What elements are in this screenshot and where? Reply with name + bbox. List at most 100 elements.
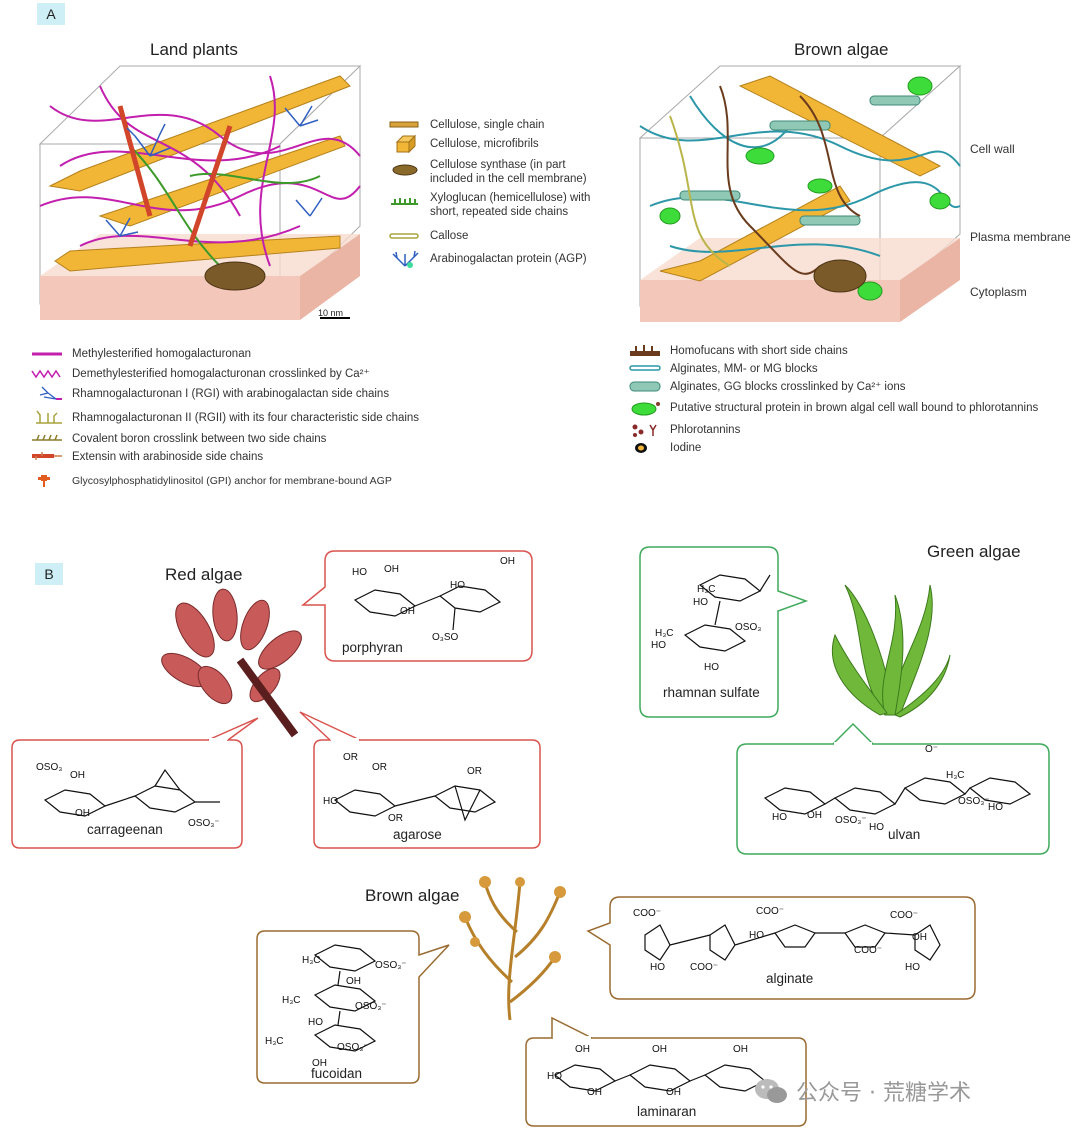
green-algae-illustration [831,584,951,718]
ulvan-h3c: H₃C [946,770,965,781]
laminaran-ho: HO [547,1071,562,1082]
brown-algae-illustration [459,876,566,1021]
alginate-bubble [586,896,976,1000]
rhamnan-ho-2: HO [651,640,666,651]
xyloglucan-icon [391,198,418,205]
porphyran-bubble [300,550,533,662]
fucoidan-h3c-2: H₃C [282,995,301,1006]
laminaran-oh-1: OH [575,1044,590,1055]
agarose-or-3: OR [388,813,403,824]
ulvan-bubble [736,722,1050,855]
watermark: 公众号 · 荒糖学术 [754,1075,971,1107]
rhamnan-h3c-1: H₃C [697,584,716,595]
ulvan-oh-1: OH [807,810,822,821]
agarose-bubble [299,711,541,849]
rhamnan-ho-1: HO [693,597,708,608]
porphyran-o3so: O₃SO [432,632,459,643]
cellulose-chain-icon [389,121,419,128]
iodine-icon [635,443,647,453]
rhamnan-ho-3: HO [704,662,719,673]
alginate-gg-icon [629,381,661,392]
fucoidan-h3c-1: H₃C [302,955,321,966]
agarose-ho: HO [323,796,338,807]
porphyran-structure [353,585,502,631]
fucoidan-oso3-3: OSO₃⁻ [337,1042,369,1053]
alginate-ho-2: HO [749,930,764,941]
ulvan-oso3-2: OSO₃⁻ [958,796,990,807]
brown-algae-title-a: Brown algae [794,40,889,59]
ulvan-oneg: O⁻ [925,744,939,755]
layer-plasma-membrane: Plasma membrane [970,230,1071,244]
scale-bar-label: 10 nm [318,308,344,318]
panel-b-tag: B [35,563,63,585]
agarose-or-4: OR [467,766,482,777]
porphyran-oh-1: OH [384,564,399,575]
rgi-icon [39,386,62,400]
fucoidan-h3c-3: H₃C [265,1036,284,1047]
agarose-structure [333,785,497,822]
land-plants-title: Land plants [150,40,238,59]
porphyran-oh-3: OH [500,556,515,567]
carrageenan-oso3-2: OSO₃⁻ [188,818,220,829]
layer-cytoplasm: Cytoplasm [970,285,1027,299]
cellulose-synthase-icon [392,164,418,176]
agarose-or-2: OR [372,762,387,773]
carrageenan-structure [43,768,220,817]
carrageenan-bubble [11,717,259,849]
porphyran-label: porphyran [342,640,403,655]
brown-algae-title-b: Brown algae [365,886,460,905]
layer-cell-wall: Cell wall [970,142,1015,156]
rhamnan-sulfate-label: rhamnan sulfate [663,685,760,700]
alginate-coo-4: COO⁻ [854,945,883,956]
boron-crosslink-icon [32,434,62,441]
fucoidan-label: fucoidan [311,1066,363,1081]
phlorotannin-icon [632,424,657,437]
fucoidan-oh-2: OH [312,1058,327,1069]
alginate-coo-3: COO⁻ [690,962,719,973]
ulvan-ho-3: HO [988,802,1003,813]
alginate-coo-5: COO⁻ [890,910,919,921]
fucoidan-oso3-2: OSO₃⁻ [355,1001,387,1012]
green-algae-title: Green algae [927,542,1021,561]
alginate-ho-3: HO [905,962,920,973]
carrageenan-label: carrageenan [87,822,163,837]
laminaran-oh-2: OH [652,1044,667,1055]
fucoidan-oh-1: OH [346,976,361,987]
porphyran-ho-1: HO [352,567,367,578]
alginate-label: alginate [766,971,814,986]
fucoidan-oso3-1: OSO₃⁻ [375,960,407,971]
alginate-coo-2: COO⁻ [756,906,785,917]
ulvan-structure [763,777,1032,815]
porphyran-ho-2: HO [450,580,465,591]
rhamnan-sulfate-bubble [639,546,809,718]
red-algae-title: Red algae [165,565,243,584]
carrageenan-oso3: OSO₃ [36,762,63,773]
laminaran-oh-4: OH [587,1087,602,1098]
rhamnan-sulfate-structure [683,574,771,652]
ulvan-label: ulvan [888,827,921,842]
callose-icon [389,233,419,239]
laminaran-structure [553,1064,767,1092]
laminaran-oh-3: OH [733,1044,748,1055]
alginate-structure [644,924,941,961]
alginate-mm-icon [629,365,661,371]
cellulose-microfibril-icon [395,134,417,154]
agarose-or-1: OR [343,752,358,763]
gpi-anchor-icon [38,475,50,487]
demethylesterified-hg-icon [31,369,61,379]
laminaran-bubble [525,1016,807,1127]
ulvan-oso3: OSO₃⁻ [835,815,867,826]
ulvan-ho-2: HO [869,822,884,833]
agp-icon [392,250,419,268]
agarose-label: agarose [393,827,442,842]
red-algae-illustration [161,588,302,738]
homofucan-icon [630,345,660,356]
methylesterified-hg-icon [32,352,62,356]
wechat-icon [755,1079,787,1103]
laminaran-oh-5: OH [666,1087,681,1098]
alginate-coo-1: COO⁻ [633,908,662,919]
land-plants-cell-wall-diagram [38,64,362,320]
rhamnan-oso3: OSO₃ [735,622,762,633]
alginate-ho-1: HO [650,962,665,973]
carrageenan-oh-1: OH [70,770,85,781]
